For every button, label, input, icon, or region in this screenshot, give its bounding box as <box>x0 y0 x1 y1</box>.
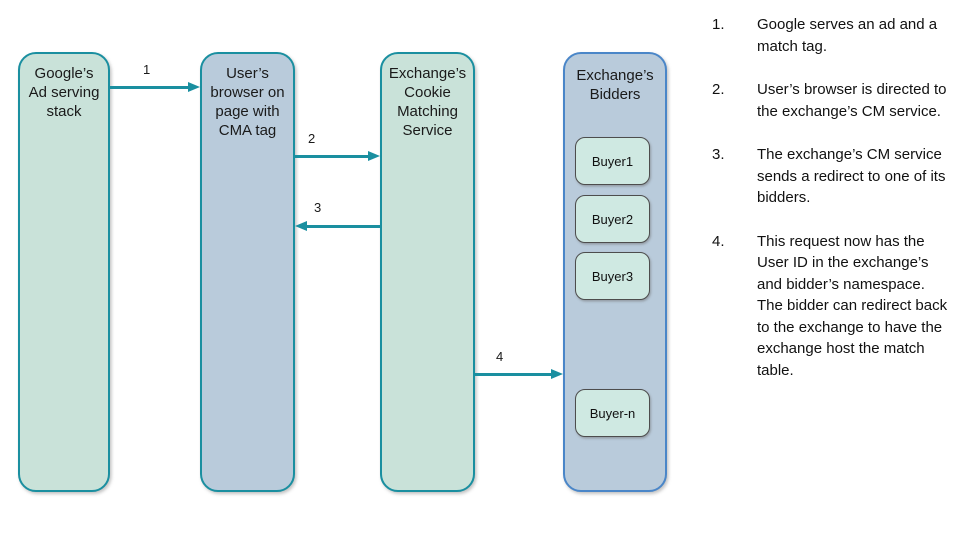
step-item-2: 2. User’s browser is directed to the exc… <box>712 79 954 122</box>
arrow-1-shaft <box>110 86 189 89</box>
node-exchange-bidders-label: Exchange’s Bidders <box>576 67 654 103</box>
arrow-4-cm-to-bidders <box>475 369 563 380</box>
node-exchange-bidders: Exchange’s Bidders Buyer1 Buyer2 Buyer3 … <box>563 52 667 492</box>
step-3-text: The exchange’s CM service sends a redire… <box>757 146 946 206</box>
step-1-number: 1. <box>712 16 725 33</box>
arrow-1-head-icon <box>188 82 200 92</box>
arrow-4-head-icon <box>551 369 563 379</box>
arrow-2-browser-to-cm <box>295 151 380 162</box>
arrow-3-number: 3 <box>314 200 322 215</box>
step-3-number: 3. <box>712 146 725 163</box>
buyer-n-box: Buyer-n <box>575 389 650 437</box>
arrow-2-shaft <box>295 155 369 158</box>
node-user-browser: User’s browser on page with CMA tag <box>200 52 295 492</box>
step-item-1: 1. Google serves an ad and a match tag. <box>712 14 954 57</box>
buyer-2-box: Buyer2 <box>575 195 650 243</box>
arrow-2-number: 2 <box>308 131 316 146</box>
buyer-1-box: Buyer1 <box>575 137 650 185</box>
step-1-text: Google serves an ad and a match tag. <box>757 16 938 55</box>
steps-list: 1. Google serves an ad and a match tag. … <box>712 14 954 403</box>
node-google-ad-stack-label: Google’s Ad serving stack <box>28 65 100 120</box>
node-user-browser-label: User’s browser on page with CMA tag <box>210 65 285 139</box>
buyer-3-label: Buyer3 <box>591 268 634 284</box>
step-2-text: User’s browser is directed to the exchan… <box>757 81 947 120</box>
buyer-1-label: Buyer1 <box>591 153 634 169</box>
arrow-4-number: 4 <box>496 349 504 364</box>
step-item-3: 3. The exchange’s CM service sends a red… <box>712 144 954 209</box>
arrow-1-number: 1 <box>143 62 151 77</box>
arrow-1-google-to-browser <box>110 82 200 93</box>
arrow-3-cm-to-browser <box>295 221 380 232</box>
arrow-3-shaft <box>306 225 380 228</box>
step-2-number: 2. <box>712 81 725 98</box>
arrow-2-head-icon <box>368 151 380 161</box>
step-4-number: 4. <box>712 232 725 250</box>
arrow-4-shaft <box>475 373 552 376</box>
node-google-ad-stack: Google’s Ad serving stack <box>18 52 110 492</box>
step-4-text: This request now has the User ID in the … <box>757 232 948 379</box>
buyer-2-label: Buyer2 <box>591 211 634 227</box>
node-exchange-cm-service-label: Exchange’s Cookie Matching Service <box>388 65 467 139</box>
arrow-3-head-icon <box>295 221 307 231</box>
buyer-n-label: Buyer-n <box>589 405 636 421</box>
node-exchange-cm-service: Exchange’s Cookie Matching Service <box>380 52 475 492</box>
step-item-4: 4. This request now has the User ID in t… <box>712 231 954 382</box>
buyer-3-box: Buyer3 <box>575 252 650 300</box>
